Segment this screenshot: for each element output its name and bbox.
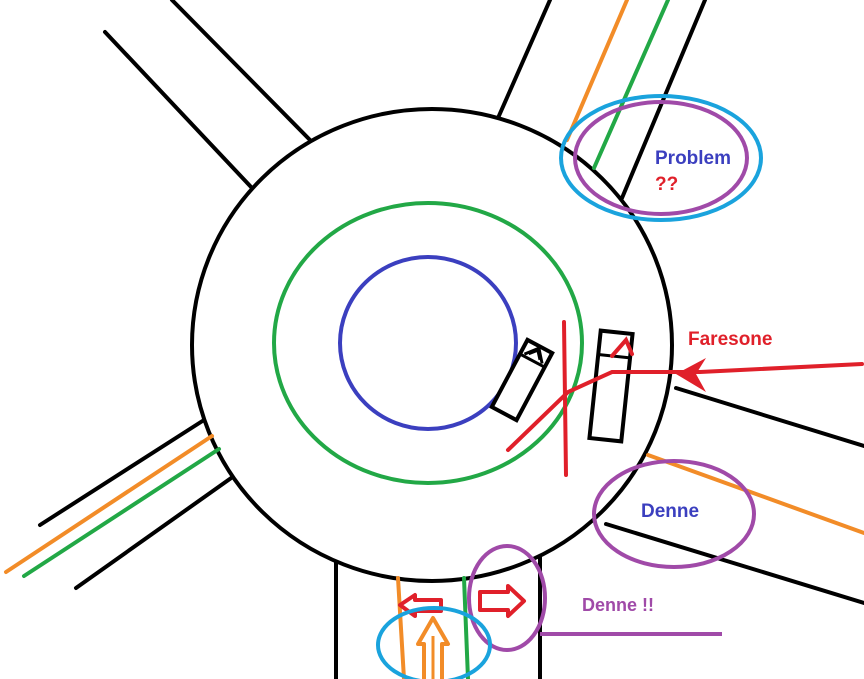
red-car-marker	[610, 336, 634, 358]
road-bottom-left-edge-b	[74, 474, 236, 590]
road-right-edge-a	[674, 386, 864, 448]
denne-bottom-label: Denne !!	[582, 595, 654, 615]
denne-right-label: Denne	[641, 501, 699, 522]
red-markings	[506, 320, 864, 477]
arrow-right-icon	[478, 584, 526, 618]
lane-top-right-green	[592, 0, 670, 170]
road-outlines	[38, 0, 864, 679]
road-top-right-edge-a	[496, 0, 552, 120]
lane-lines	[4, 0, 864, 679]
lane-bottom-left-green	[22, 447, 221, 578]
lane-bottom-orange	[396, 576, 406, 679]
denne-right-highlight	[592, 459, 756, 569]
center-island-circle	[338, 255, 518, 431]
lane-right-orange	[646, 453, 864, 535]
middle-lane-circle	[272, 201, 584, 485]
car-icon	[489, 337, 555, 423]
faresone-label: Faresone	[688, 329, 772, 350]
lane-bottom-left-orange	[4, 434, 214, 574]
road-top-left-edge-b	[170, 0, 312, 142]
lane-bottom-green	[462, 576, 470, 679]
problem-label: Problem	[655, 148, 731, 169]
problem-highlight-blue	[559, 94, 763, 222]
lane-top-right-orange	[565, 0, 629, 142]
roundabout-outer-edge	[190, 107, 674, 583]
problem-marks-label: ??	[655, 174, 678, 195]
road-top-right-edge-b	[620, 0, 707, 200]
red-path-line	[506, 362, 864, 452]
road-bottom-left-edge-a	[38, 418, 206, 527]
car-icon	[587, 328, 635, 444]
red-stop-line	[562, 320, 568, 477]
denne-bottom-highlight	[467, 544, 547, 652]
problem-highlight-purple	[573, 100, 749, 216]
arrow-left-icon	[676, 358, 706, 392]
road-top-left-edge-a	[103, 30, 254, 190]
arrow-up-highlight	[376, 606, 492, 679]
road-right-edge-b	[604, 522, 864, 605]
